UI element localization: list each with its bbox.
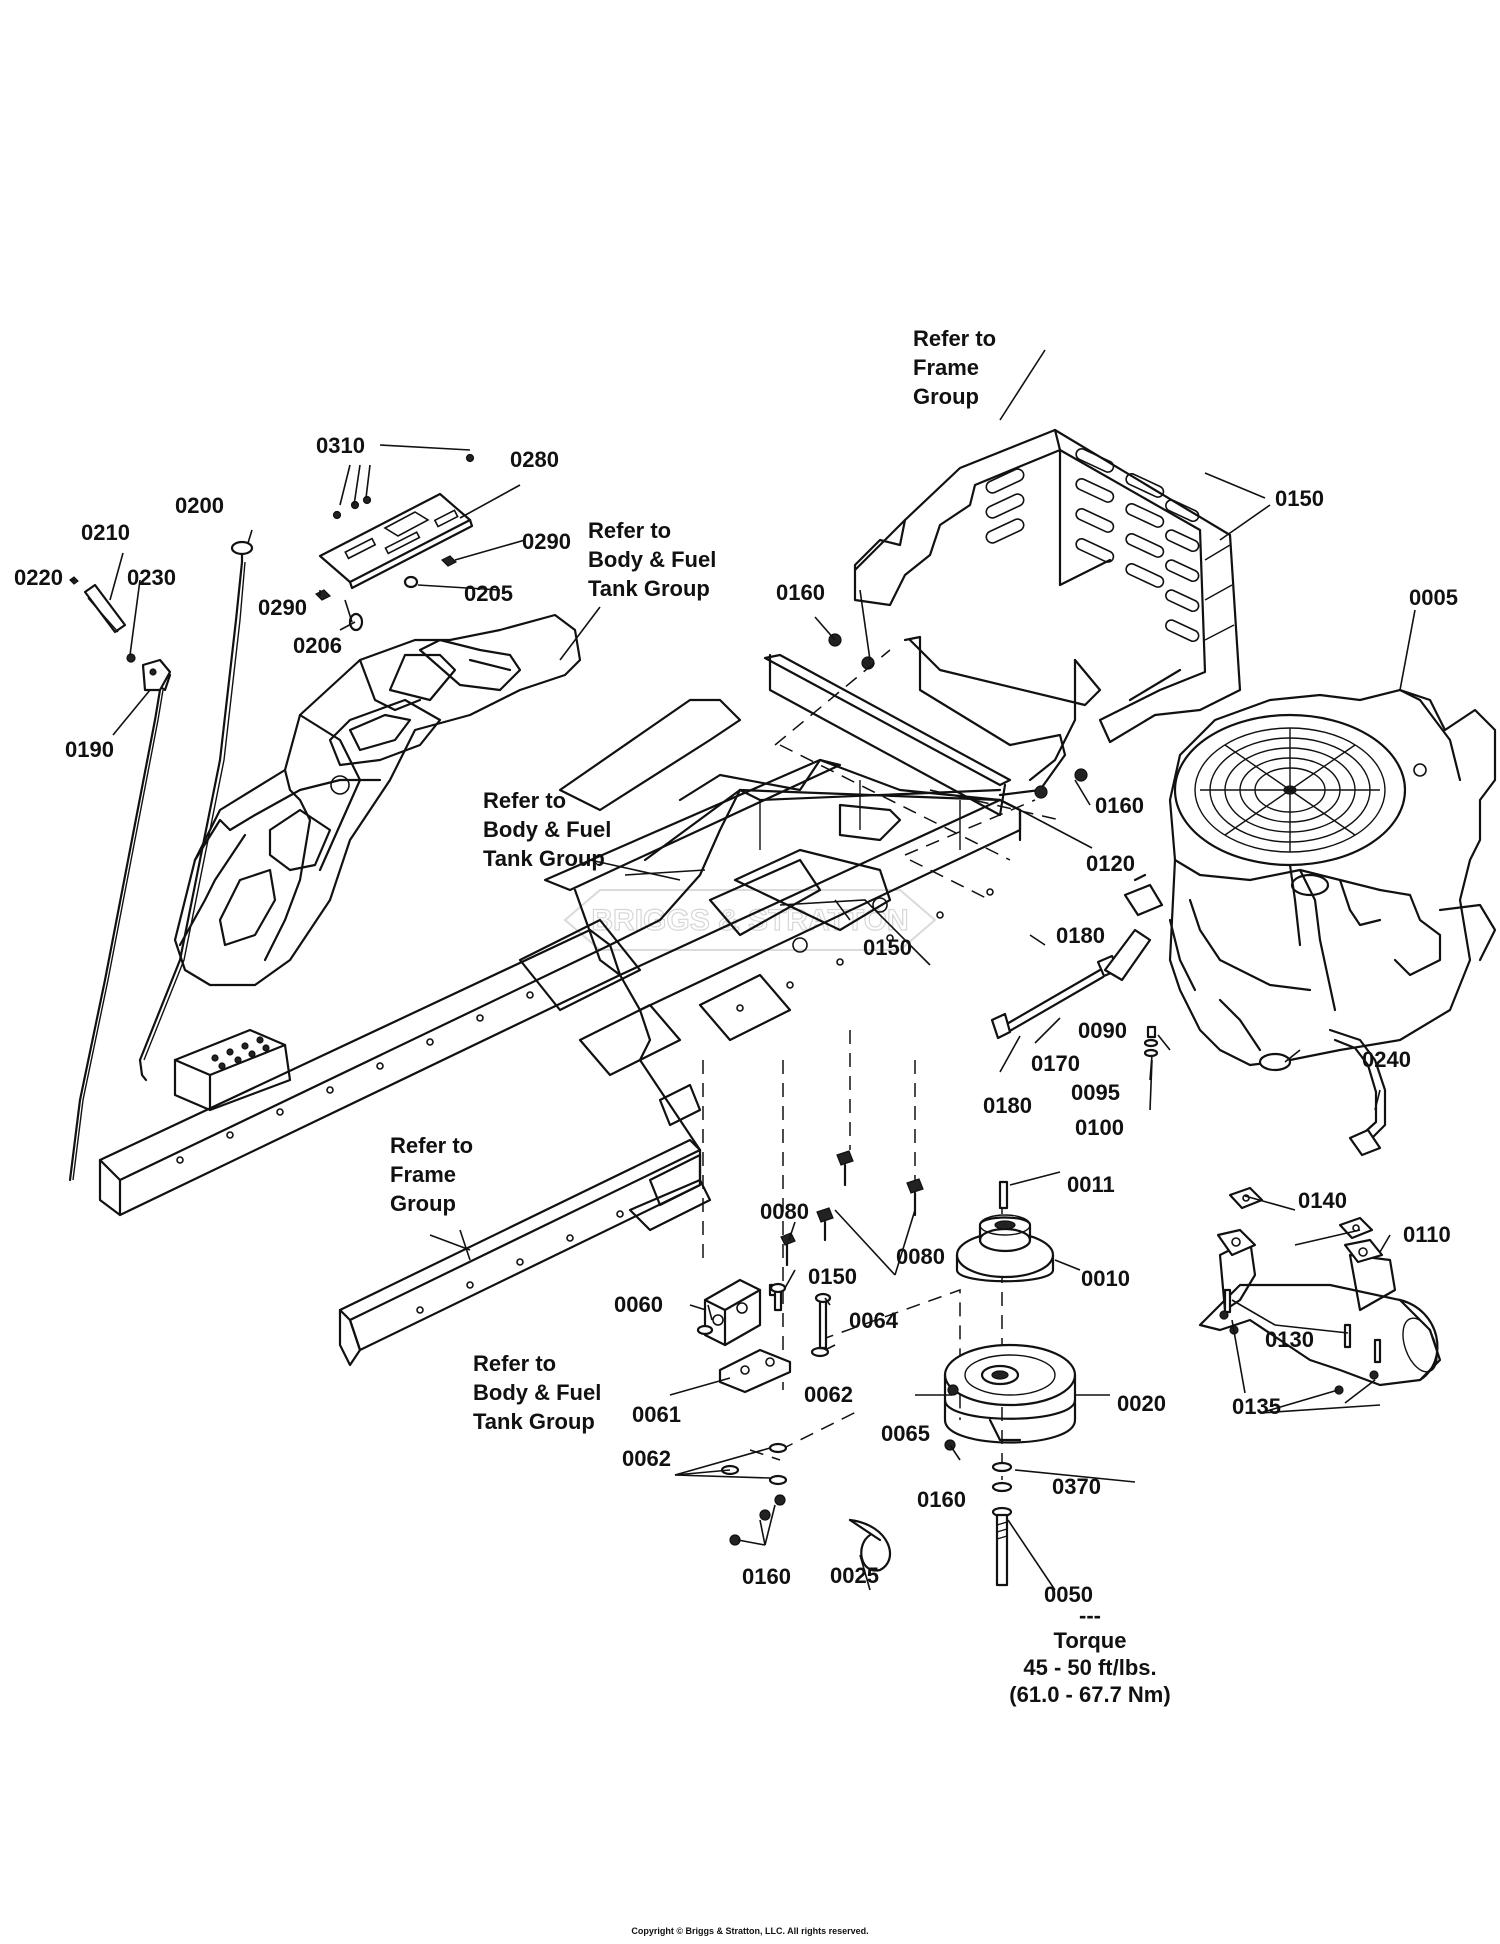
torque-note: --- Torque 45 - 50 ft/lbs. (61.0 - 67.7 … (990, 1604, 1190, 1706)
part-label-0120: 0120 (1086, 851, 1135, 876)
bolts-0080 (780, 1150, 924, 1267)
part-label-0205: 0205 (464, 581, 513, 606)
part-label-0160-clutch: 0160 (917, 1487, 966, 1512)
part-label-0020: 0020 (1117, 1391, 1166, 1416)
part-label-0210: 0210 (81, 520, 130, 545)
part-label-0170: 0170 (1031, 1051, 1080, 1076)
pedal-pad (173, 1028, 292, 1112)
rod-0170 (990, 928, 1152, 1040)
bracket-slots (985, 448, 1200, 643)
part-label-0010: 0010 (1081, 1266, 1130, 1291)
part-label-0060: 0060 (614, 1292, 663, 1317)
part-label-0370: 0370 (1052, 1474, 1101, 1499)
part-label-0280: 0280 (510, 447, 559, 472)
cable-tie-0025 (848, 1518, 891, 1572)
copyright-notice: Copyright © Briggs & Stratton, LLC. All … (631, 1926, 869, 1936)
part-label-0180-upper: 0180 (1056, 923, 1105, 948)
refer-frame-group-left: Refer to Frame Group (390, 1133, 474, 1216)
bolt-0050 (991, 1461, 1013, 1587)
leader-lines (70, 349, 1416, 1591)
washers-0090-0100 (1143, 1025, 1159, 1058)
part-label-0064: 0064 (849, 1308, 898, 1333)
console-fender (173, 613, 582, 987)
part-label-0011: 0011 (1067, 1172, 1115, 1197)
part-label-0135: 0135 (1232, 1394, 1281, 1419)
part-label-0160-top: 0160 (776, 580, 825, 605)
part-label-0005: 0005 (1409, 585, 1458, 610)
part-label-0206: 0206 (293, 633, 342, 658)
watermark-text: BRIGGS & STRATTON (591, 904, 908, 937)
part-label-0061: 0061 (632, 1402, 681, 1427)
mount-plate-0061 (718, 1348, 792, 1394)
control-plate-0280 (314, 453, 475, 632)
torque-title: Torque (1053, 1628, 1127, 1653)
part-label-0160-bottom: 0160 (742, 1564, 791, 1589)
part-label-0080-left: 0080 (760, 1199, 809, 1224)
part-label-0062-lower: 0062 (622, 1446, 671, 1471)
part-label-0240: 0240 (1362, 1047, 1411, 1072)
lower-bracket-0120 (763, 633, 1088, 817)
part-label-0062-upper: 0062 (804, 1382, 853, 1407)
part-label-0200: 0200 (175, 493, 224, 518)
refer-body-fuel-top: Refer to Body & Fuel Tank Group (588, 518, 717, 601)
pulley-0010 (955, 1180, 1055, 1283)
torque-metric: (61.0 - 67.7 Nm) (1009, 1682, 1171, 1707)
part-label-0190: 0190 (65, 737, 114, 762)
assembly-lines-upper (774, 649, 1061, 901)
part-label-0140: 0140 (1298, 1188, 1347, 1213)
part-label-0025: 0025 (830, 1563, 879, 1588)
part-label-0100: 0100 (1075, 1115, 1124, 1140)
part-label-0310: 0310 (316, 433, 365, 458)
refer-body-fuel-bottom: Refer to Body & Fuel Tank Group (473, 1351, 602, 1434)
torque-imperial: 45 - 50 ft/lbs. (1023, 1655, 1157, 1680)
torque-separator: --- (1079, 1603, 1101, 1628)
part-label-0290-right: 0290 (522, 529, 571, 554)
part-label-0095: 0095 (1071, 1080, 1120, 1105)
part-label-0065: 0065 (881, 1421, 930, 1446)
part-label-0150-lower: 0150 (808, 1264, 857, 1289)
refer-frame-group-top: Refer to Frame Group (913, 326, 997, 409)
refer-body-fuel-mid: Refer to Body & Fuel Tank Group (483, 788, 612, 871)
part-label-0080-right: 0080 (896, 1244, 945, 1269)
part-label-0160-right: 0160 (1095, 793, 1144, 818)
part-label-0290-left: 0290 (258, 595, 307, 620)
muffler-0110 (1198, 1186, 1442, 1395)
engine-0005 (1123, 688, 1497, 1072)
fan-spokes (1200, 728, 1380, 852)
part-label-0220: 0220 (14, 565, 63, 590)
clutch-0020 (943, 1343, 1077, 1451)
part-label-0130: 0130 (1265, 1327, 1314, 1352)
throttle-control (69, 576, 172, 692)
main-frame (98, 698, 1022, 1367)
part-label-0050: 0050 (1044, 1582, 1093, 1607)
part-label-0230: 0230 (127, 565, 176, 590)
part-label-0150-top: 0150 (1275, 486, 1324, 511)
frame-holes (176, 888, 994, 1314)
seat-bracket (853, 428, 1242, 782)
drain-hose-0240 (1328, 1028, 1387, 1157)
part-label-0090: 0090 (1078, 1018, 1127, 1043)
part-label-0180-lower: 0180 (983, 1093, 1032, 1118)
part-label-0150-mid: 0150 (863, 935, 912, 960)
mount-bracket-0060 (703, 1278, 762, 1347)
pedal-studs (211, 1036, 270, 1070)
dipstick-0200 (138, 540, 254, 1082)
part-label-0110: 0110 (1403, 1222, 1451, 1247)
